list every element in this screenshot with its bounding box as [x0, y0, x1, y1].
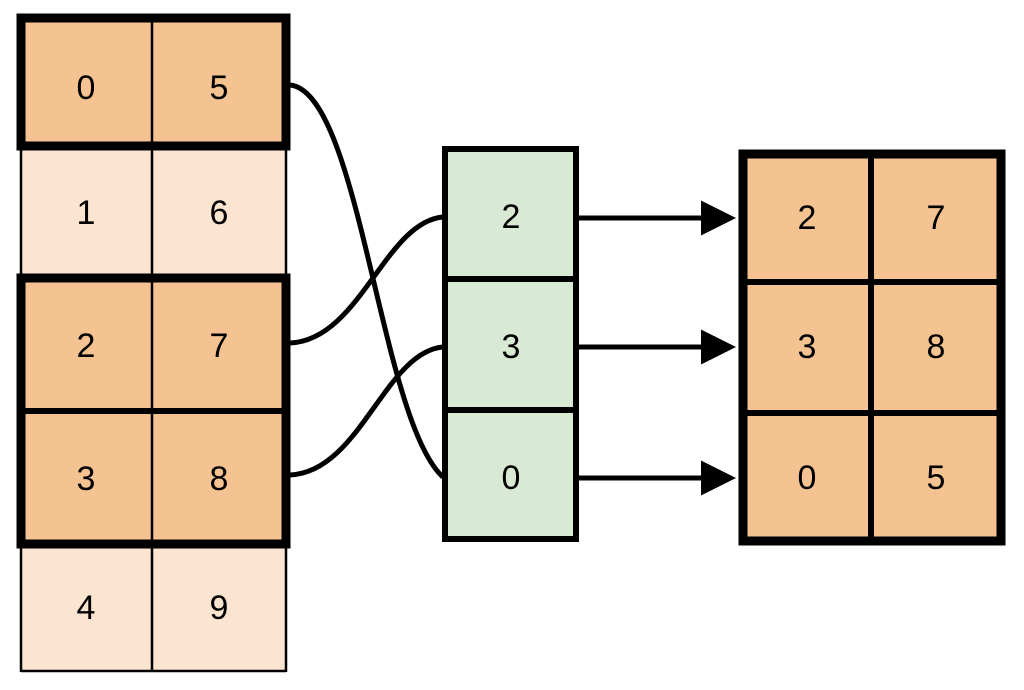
source-value-r4c0: 4 — [77, 589, 96, 627]
result-cell-r2c0 — [743, 413, 871, 541]
source-value-r3c0: 3 — [77, 460, 96, 498]
index-value-2: 0 — [502, 459, 521, 497]
result-value-r1c1: 8 — [927, 328, 946, 366]
source-cell-r2c0 — [21, 278, 152, 411]
result-cell-r2c1 — [871, 413, 1001, 541]
source-value-r0c1: 5 — [210, 69, 229, 107]
source-cell-r0c1 — [152, 18, 286, 146]
index-value-1: 3 — [502, 328, 521, 366]
source-cell-r2c1 — [152, 278, 286, 411]
result-value-r0c1: 7 — [927, 199, 946, 237]
result-cell-r0c0 — [743, 154, 871, 282]
source-value-r0c0: 0 — [77, 69, 96, 107]
source-cell-r1c0 — [21, 146, 152, 278]
source-value-r1c0: 1 — [77, 194, 96, 232]
connector-row2-to-slot0 — [289, 214, 444, 346]
index-value-0: 2 — [502, 198, 521, 236]
source-value-r4c1: 9 — [210, 589, 229, 627]
source-row-0-highlight-border — [16, 13, 291, 151]
source-cell-r4c0 — [21, 544, 152, 672]
result-value-r2c0: 0 — [798, 459, 817, 497]
source-value-r1c1: 6 — [210, 194, 229, 232]
source-value-r3c1: 8 — [210, 460, 229, 498]
source-cell-r4c1 — [152, 544, 286, 672]
source-cell-r3c0 — [21, 411, 152, 544]
source-cell-r1c1 — [152, 146, 286, 278]
source-cell-r0c0 — [21, 18, 152, 146]
result-cell-r0c1 — [871, 154, 1001, 282]
result-cell-r1c1 — [871, 282, 1001, 413]
result-value-r0c0: 2 — [798, 199, 817, 237]
connector-row0-to-slot2 — [289, 82, 445, 479]
source-value-r2c1: 7 — [210, 327, 229, 365]
result-value-r1c0: 3 — [798, 328, 817, 366]
source-value-r2c0: 2 — [77, 327, 96, 365]
connector-row3-to-slot1 — [289, 344, 444, 478]
index-cell-0 — [445, 149, 576, 279]
result-cell-r1c0 — [743, 282, 871, 413]
source-cell-r3c1 — [152, 411, 286, 544]
index-cell-2 — [445, 410, 576, 539]
index-cell-1 — [445, 279, 576, 410]
result-value-r2c1: 5 — [927, 459, 946, 497]
index-column-border — [442, 146, 579, 542]
